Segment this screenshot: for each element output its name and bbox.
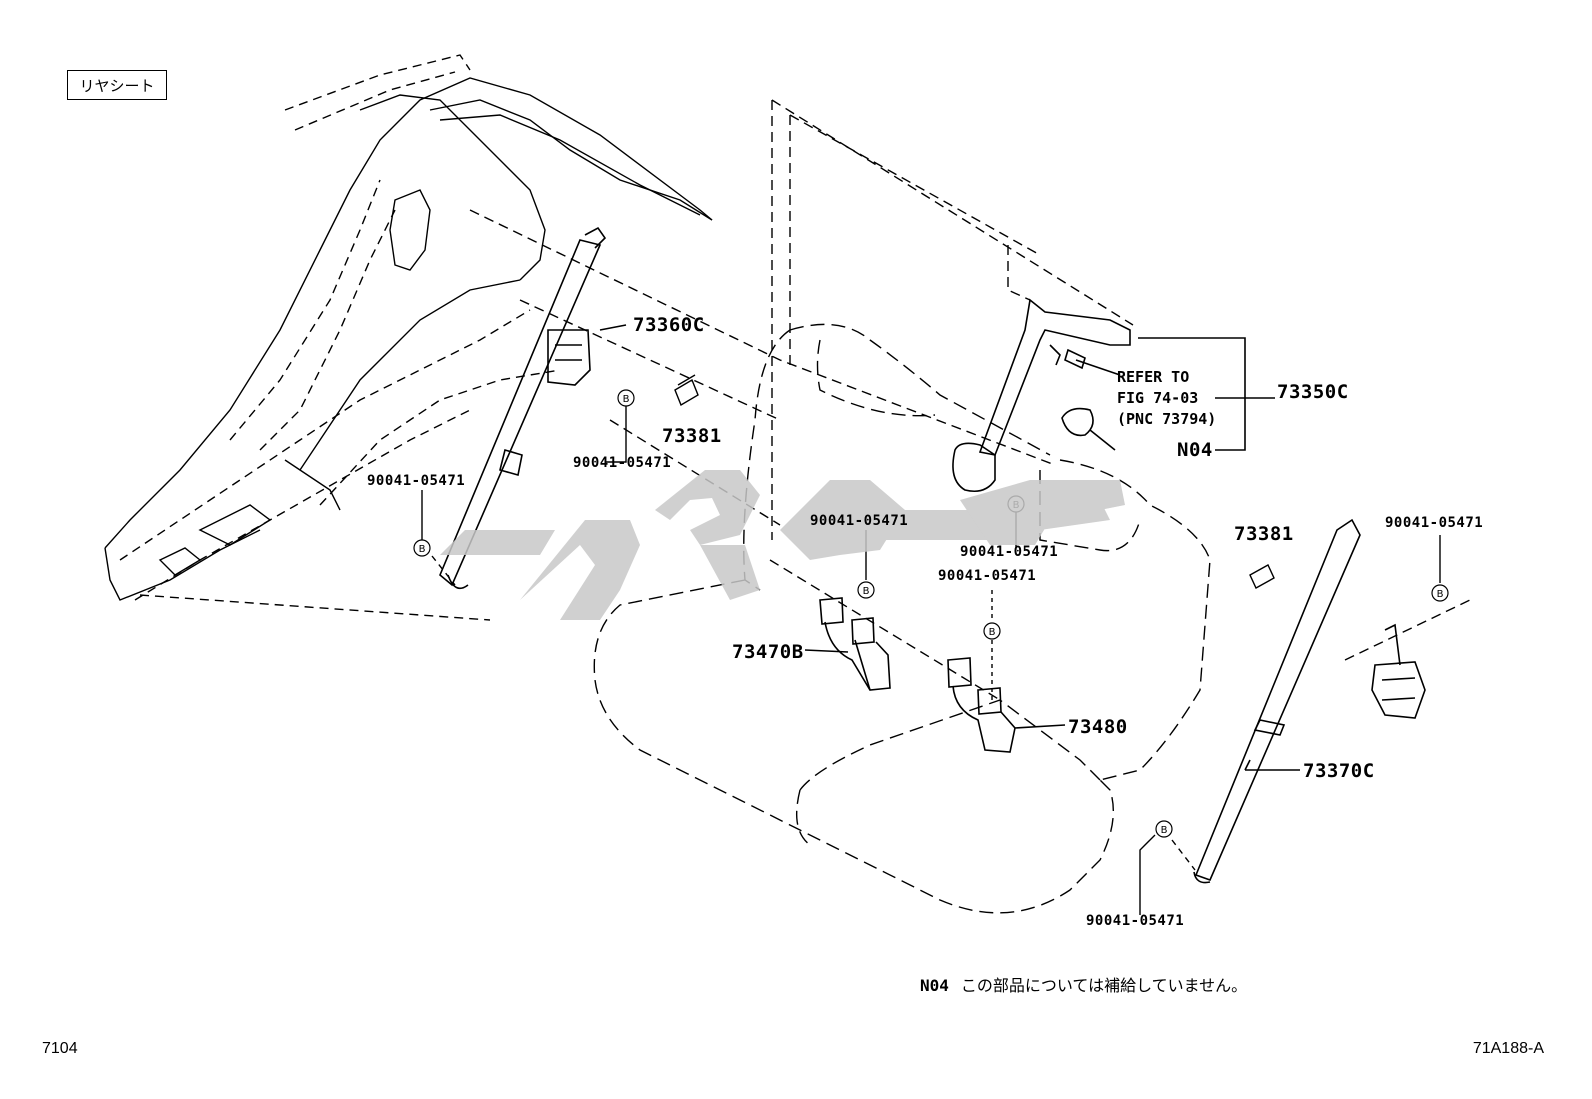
bolt-leader-lines xyxy=(421,406,1441,915)
footnote-text: この部品については補給していません。 xyxy=(960,976,1248,995)
body-panel-outline xyxy=(104,54,713,621)
seat-cushion-outline xyxy=(593,579,1115,914)
part-label-73381-right: 73381 xyxy=(1234,523,1294,545)
watermark-logo xyxy=(440,470,1125,620)
figure-code: 71A188-A xyxy=(1472,1040,1544,1057)
belt-assembly-73360c xyxy=(439,226,627,590)
svg-text:B: B xyxy=(623,394,630,405)
svg-text:B: B xyxy=(1161,825,1168,836)
bolt-label-center-low: 90041-05471 xyxy=(938,568,1037,584)
bolt-label-right-upper: 90041-05471 xyxy=(1385,515,1484,531)
buckle-73470b xyxy=(804,597,891,691)
bolt-label-left-upper: 90041-05471 xyxy=(573,455,672,471)
part-label-73470b: 73470B xyxy=(732,641,804,663)
part-label-73480: 73480 xyxy=(1068,716,1128,738)
bolt-label-center-mid: 90041-05471 xyxy=(960,544,1059,560)
footnote: N04 この部品については補給していません。 xyxy=(920,972,1247,996)
refer-note: REFER TO FIG 74-03 (PNC 73794) xyxy=(1117,368,1217,428)
page-number: 7104 xyxy=(42,1040,78,1057)
bolt-label-right-lower: 90041-05471 xyxy=(1086,913,1185,929)
buckle-73480 xyxy=(947,657,1066,753)
svg-text:B: B xyxy=(419,544,426,555)
svg-text:B: B xyxy=(989,627,996,638)
belt-assembly-73350c xyxy=(952,298,1275,493)
footnote-code: N04 xyxy=(920,976,949,995)
bolt-label-left-lower: 90041-05471 xyxy=(367,473,466,489)
svg-text:B: B xyxy=(1437,589,1444,600)
clip-73381-left xyxy=(674,374,699,407)
part-label-73360c: 73360C xyxy=(633,314,705,336)
svg-text:B: B xyxy=(863,586,870,597)
part-label-n04: N04 xyxy=(1177,439,1213,461)
belt-assembly-73370c xyxy=(1193,518,1426,884)
clip-73381-right xyxy=(1249,564,1275,589)
bolt-label-center-top: 90041-05471 xyxy=(810,513,909,529)
part-label-73381-left: 73381 xyxy=(662,425,722,447)
section-tag-rear-seat: リヤシート xyxy=(67,70,167,100)
part-label-73350c: 73350C xyxy=(1277,381,1349,403)
part-label-73370c: 73370C xyxy=(1303,760,1375,782)
